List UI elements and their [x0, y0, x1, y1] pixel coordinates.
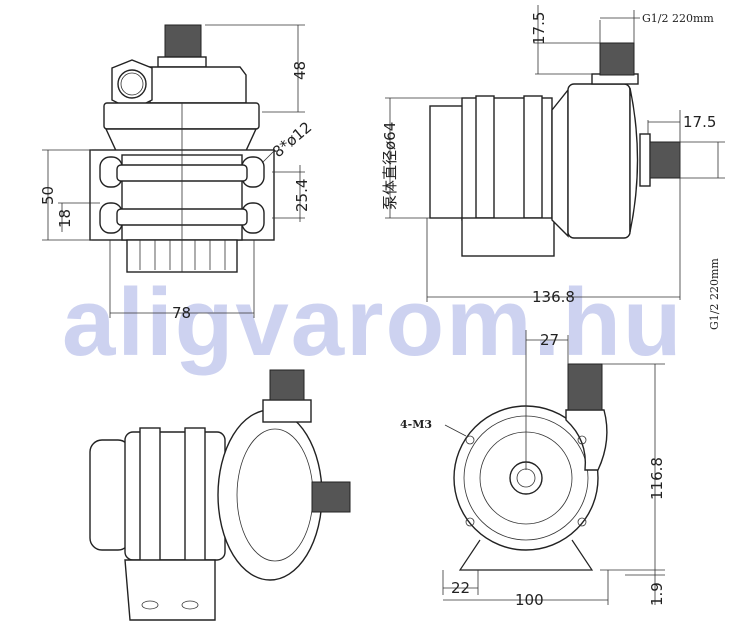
inlet-thread	[649, 141, 681, 179]
dim-48: 48	[291, 61, 309, 80]
front-view: 27 4-M3 116.8 22 100 1.9	[400, 330, 666, 609]
foot	[124, 559, 216, 621]
outlet-thread	[269, 369, 305, 401]
dim-inlet-length: 17.5	[683, 113, 716, 131]
dim-78: 78	[172, 304, 191, 322]
isometric-view	[89, 369, 351, 621]
dim-25-4: 25.4	[293, 179, 311, 212]
body-diameter-label: 泵体直径ø64	[381, 122, 399, 210]
inlet-thread-label: G1/2 220mm	[708, 258, 721, 330]
top-view: 48 8*ø12 50 18 25.4 78	[39, 24, 315, 322]
dim-18: 18	[56, 209, 74, 228]
dim-100: 100	[515, 591, 544, 609]
dim-116-8: 116.8	[648, 457, 666, 500]
dim-total-length: 136.8	[532, 288, 575, 306]
outlet-thread	[164, 24, 202, 58]
end-cap	[429, 105, 467, 219]
inlet-thread	[311, 481, 351, 513]
foot	[461, 217, 555, 257]
outlet-thread	[599, 42, 635, 76]
dim-27: 27	[540, 331, 559, 349]
screws-label: 4-M3	[400, 418, 432, 431]
dim-1-9: 1.9	[648, 582, 666, 606]
dim-50: 50	[39, 186, 57, 205]
dim-outlet-length: 17.5	[530, 12, 548, 45]
dim-22: 22	[451, 579, 470, 597]
outlet-thread-label: G1/2 220mm	[642, 12, 714, 25]
watermark: aligvarom.hu	[62, 269, 683, 376]
side-view: 17.5 G1/2 220mm 泵体直径ø64 17.5 136.8 G1/2 …	[381, 5, 725, 330]
dim-holes: 8*ø12	[269, 118, 315, 161]
outlet-thread	[567, 363, 603, 411]
